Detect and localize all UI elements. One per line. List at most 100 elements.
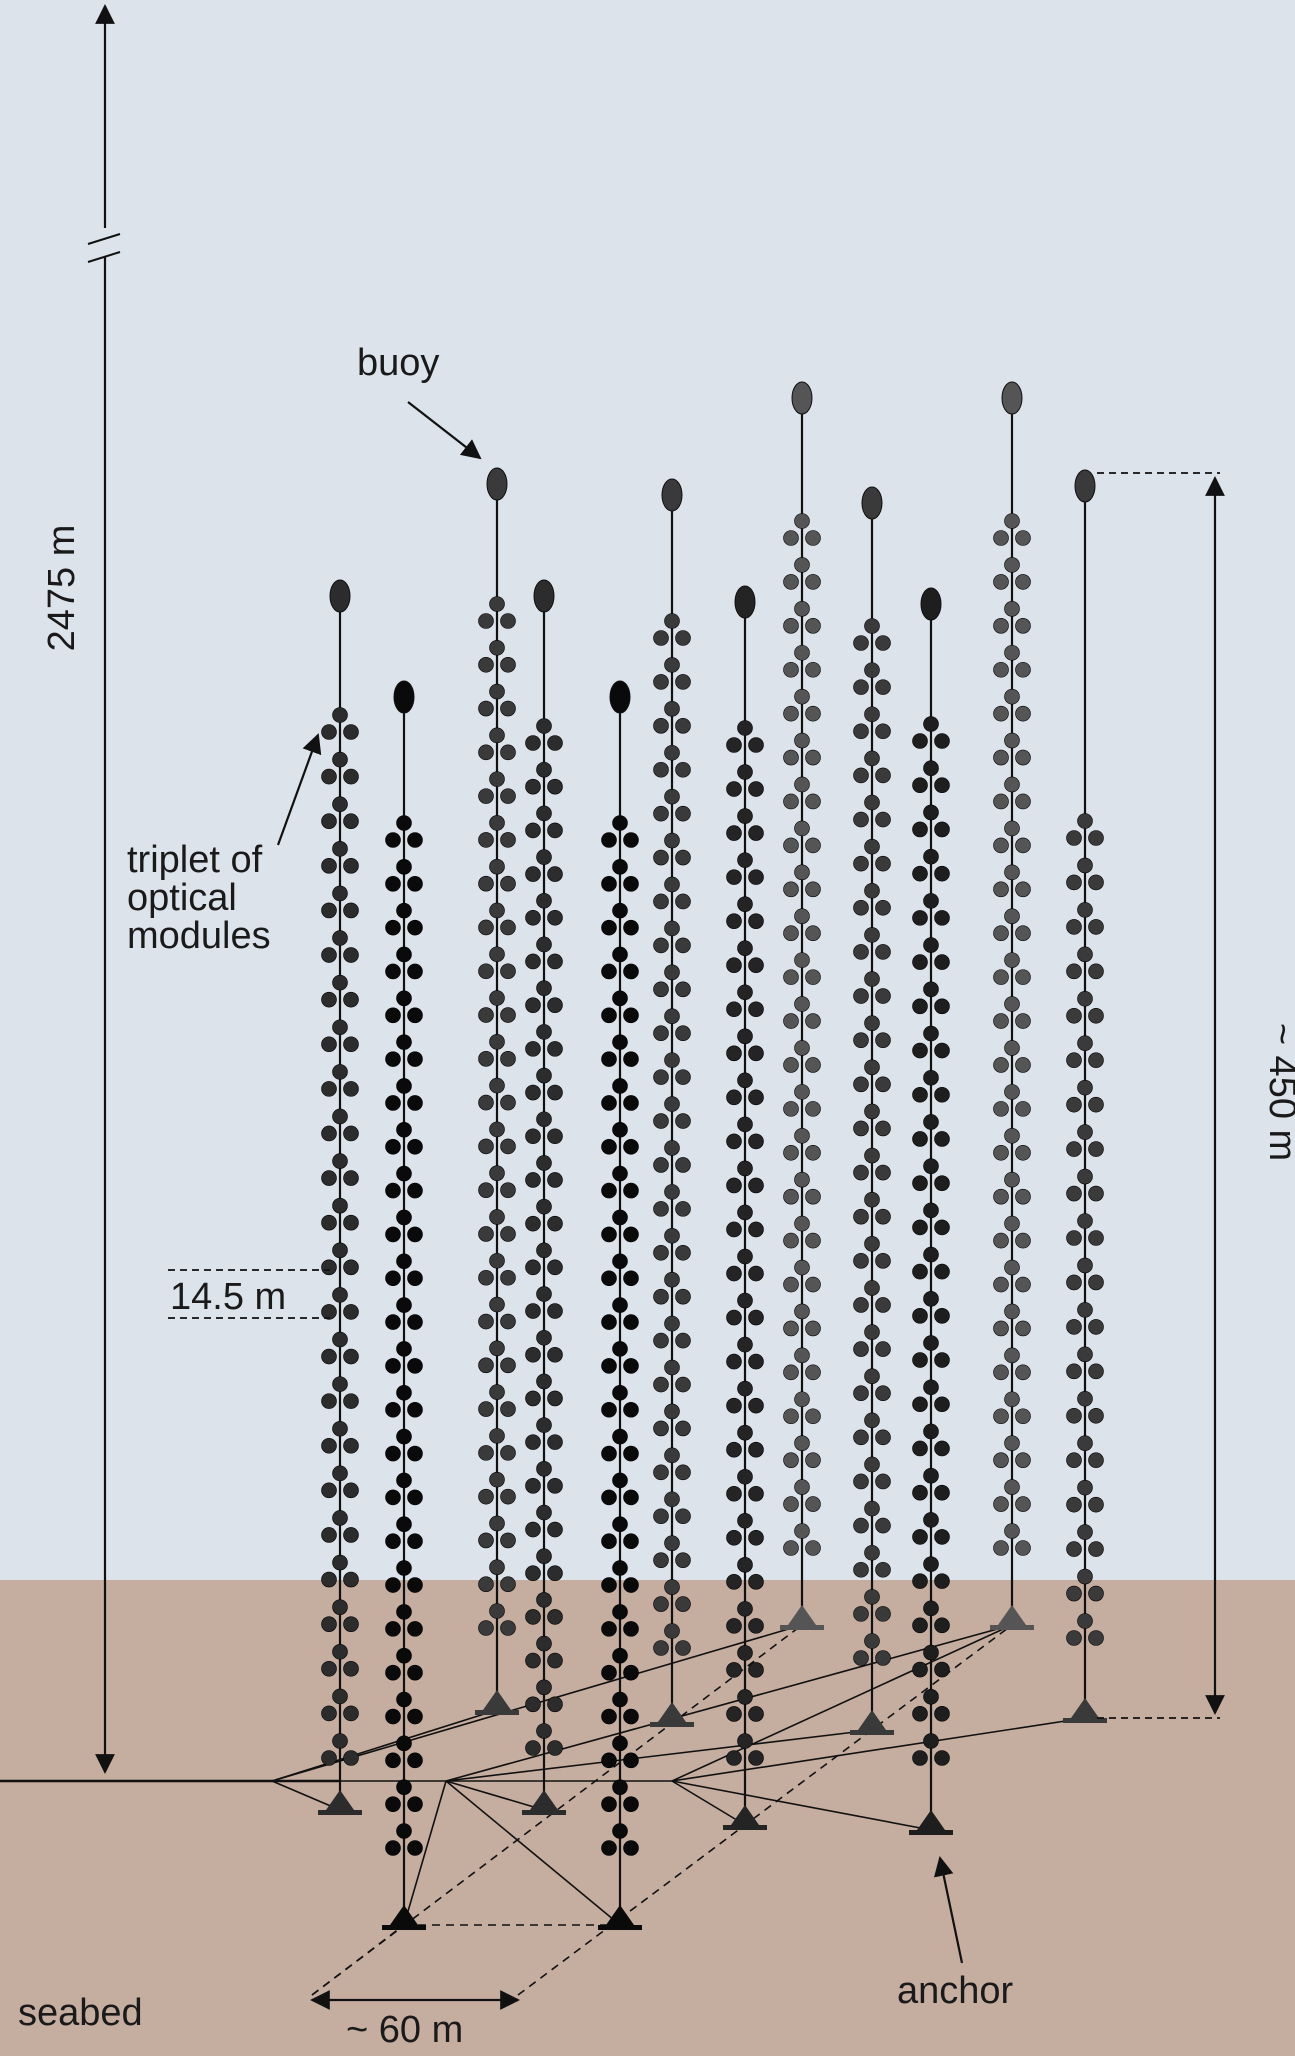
depth-dimension: 2475 m (41, 4, 121, 1774)
optical-module-triplet (601, 1516, 639, 1550)
optical-module-triplet (1066, 813, 1104, 846)
optical-module-triplet (525, 1679, 563, 1713)
optical-module-triplet (653, 1184, 691, 1217)
optical-module-triplet (653, 701, 691, 734)
optical-module-triplet (601, 1604, 639, 1637)
optical-module-triplet (726, 896, 764, 929)
optical-module-triplet (321, 1287, 359, 1320)
optical-module-triplet (726, 1557, 764, 1590)
optical-module-triplet (653, 1579, 691, 1612)
optical-module-triplet (478, 1515, 516, 1549)
optical-module-triplet (1066, 902, 1104, 935)
optical-module-triplet (321, 1019, 359, 1053)
optical-module-triplet (726, 1292, 764, 1326)
optical-module-triplet (726, 1248, 764, 1282)
floor-spacing-label: 14.5 m (170, 1276, 286, 1318)
optical-module-triplet (1066, 946, 1104, 980)
optical-module-triplet (525, 1548, 563, 1582)
buoy (734, 585, 756, 619)
optical-module-triplet (993, 952, 1031, 985)
optical-module-triplet (525, 1592, 563, 1625)
anchor (530, 1790, 558, 1810)
optical-module-triplet (385, 946, 423, 980)
optical-module-triplet (525, 1504, 563, 1538)
optical-module-triplet (478, 1034, 516, 1067)
seabed-cable (671, 1780, 746, 1826)
axis-break-mark (87, 233, 121, 245)
optical-module-triplet (321, 1242, 359, 1276)
optical-module-triplet (912, 1291, 950, 1324)
optical-module-triplet (783, 1391, 821, 1425)
optical-module-triplet (525, 761, 563, 795)
optical-module-triplet (783, 1479, 821, 1512)
optical-module-triplet (726, 1204, 764, 1238)
optical-module-triplet (853, 1368, 891, 1402)
optical-module-triplet (1066, 1524, 1104, 1557)
optical-module-triplet (783, 557, 821, 590)
optical-module-triplet (601, 1428, 639, 1462)
optical-module-triplet (912, 1644, 950, 1678)
optical-module-triplet (385, 1735, 423, 1769)
optical-module-triplet (653, 744, 691, 778)
optical-module-triplet (478, 1471, 516, 1505)
seabed-cable (445, 1729, 873, 1782)
optical-module-triplet (385, 1034, 423, 1067)
optical-module-triplet (993, 820, 1031, 854)
optical-module-triplet (653, 920, 691, 954)
optical-module-triplet (478, 990, 516, 1023)
optical-module-triplet (653, 1315, 691, 1349)
optical-module-triplet (993, 1084, 1031, 1117)
optical-module-triplet (601, 1823, 639, 1856)
seabed-cable (671, 1717, 1086, 1782)
line-height-label: ~ 450 m (1261, 1023, 1295, 1161)
optical-module-triplet (726, 1424, 764, 1458)
optical-module-triplet (783, 820, 821, 854)
optical-module-triplet (726, 1512, 764, 1546)
optical-module-triplet (653, 964, 691, 998)
anchor (731, 1805, 759, 1825)
optical-module-triplet (525, 1461, 563, 1494)
optical-module-triplet (525, 1155, 563, 1188)
detector-line-5 (598, 680, 642, 1930)
optical-module-triplet (993, 1040, 1031, 1073)
seabed-label: seabed (18, 1992, 143, 2034)
triplet-callout: triplet of optical modules (127, 733, 322, 957)
optical-module-triplet (726, 1645, 764, 1678)
detector-line-11 (990, 381, 1034, 1630)
optical-module-triplet (726, 1028, 764, 1062)
anchor-base (723, 1825, 767, 1830)
optical-module-triplet (525, 805, 563, 839)
detector-line-9 (850, 486, 894, 1735)
optical-module-triplet (478, 1252, 516, 1286)
anchor-base (522, 1810, 566, 1815)
anchor-base (780, 1625, 824, 1630)
optical-module-triplet (321, 1733, 359, 1766)
optical-module-triplet (385, 859, 423, 892)
optical-module-triplet (385, 1341, 423, 1374)
optical-module-triplet (1066, 1568, 1104, 1602)
optical-module-triplet (321, 796, 359, 830)
optical-module-triplet (783, 1435, 821, 1468)
optical-module-triplet (912, 1202, 950, 1236)
optical-module-triplet (993, 1479, 1031, 1512)
optical-module-triplet (853, 1633, 891, 1666)
optical-module-triplet (912, 1600, 950, 1634)
optical-module-triplet (653, 1271, 691, 1305)
optical-module-triplet (783, 864, 821, 898)
optical-module-triplet (601, 859, 639, 892)
optical-module-triplet (601, 1647, 639, 1681)
optical-module-triplet (525, 980, 563, 1013)
optical-module-triplet (783, 1127, 821, 1161)
optical-module-triplet (1066, 857, 1104, 891)
anchor-base (850, 1730, 894, 1735)
optical-module-triplet (385, 1384, 423, 1418)
optical-module-triplet (653, 1491, 691, 1525)
optical-module-triplet (726, 1689, 764, 1722)
optical-module-triplet (783, 776, 821, 810)
optical-module-triplet (853, 794, 891, 828)
optical-module-triplet (726, 984, 764, 1018)
optical-module-triplet (1066, 1124, 1104, 1157)
optical-module-triplet (912, 1069, 950, 1103)
